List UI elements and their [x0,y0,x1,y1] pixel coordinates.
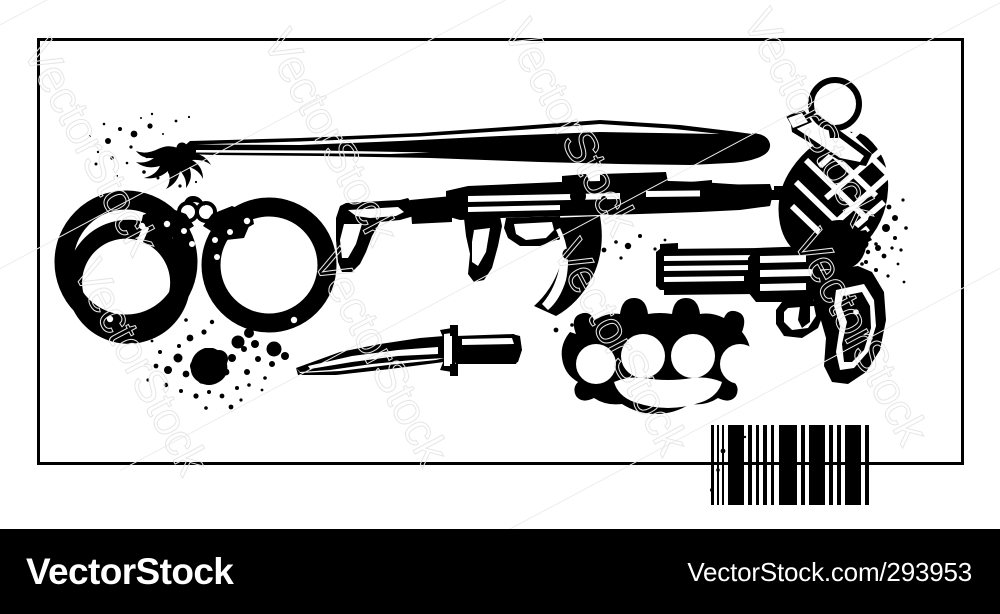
artwork-canvas: VectorStock VectorStock VectorStock Vect… [0,0,1000,529]
footer-url-label: VectorStock.com/293953 [687,556,972,587]
brass-knuckles [561,298,760,414]
footer-bar: VectorStock VectorStock.com/293953 [0,529,1000,614]
barcode [711,425,869,505]
footer-brand-label: VectorStock [26,551,234,592]
assault-rifle [336,172,800,316]
handcuffs [54,190,337,344]
weapons-illustration [37,38,964,505]
combat-knife [296,325,522,376]
baseball-bat [176,120,771,165]
